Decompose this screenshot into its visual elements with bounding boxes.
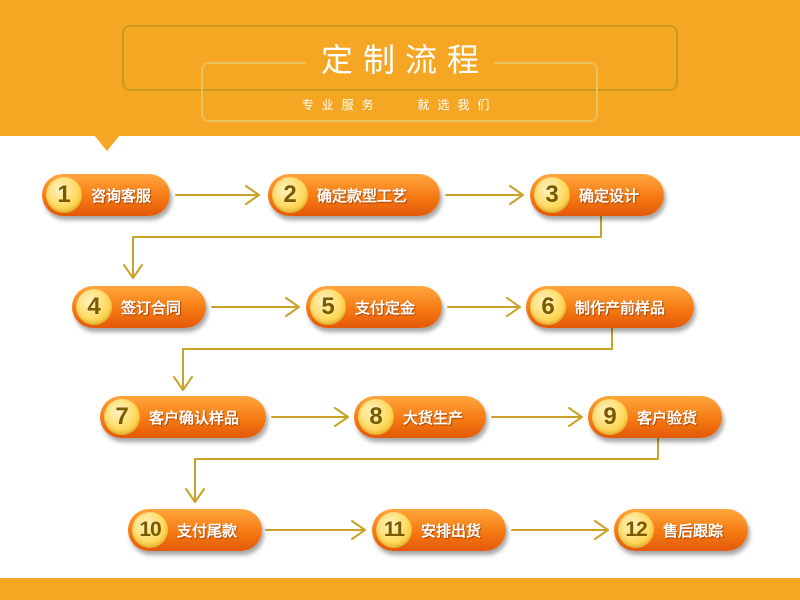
- arrow-5-6: [447, 297, 521, 317]
- step-label: 支付定金: [355, 298, 416, 317]
- step-sign-contract: 4 签订合同: [72, 286, 206, 328]
- arrow-8-9: [491, 407, 583, 427]
- arrow-7-8: [271, 407, 349, 427]
- step-number: 6: [530, 289, 566, 325]
- arrow-4-5: [211, 297, 300, 317]
- step-label: 咨询客服: [91, 186, 152, 205]
- step-label: 安排出货: [421, 521, 482, 540]
- step-label: 制作产前样品: [575, 298, 666, 317]
- step-pay-balance: 10 支付尾款: [128, 509, 262, 551]
- step-mass-production: 8 大货生产: [354, 396, 486, 438]
- step-label: 客户验货: [637, 408, 698, 427]
- page-title: 定制流程: [320, 41, 489, 79]
- step-preproduction-sample: 6 制作产前样品: [526, 286, 694, 328]
- step-customer-confirm-sample: 7 客户确认样品: [100, 396, 266, 438]
- footer-bar: [0, 578, 800, 600]
- step-label: 确定款型工艺: [317, 186, 408, 205]
- step-label: 客户确认样品: [149, 408, 240, 427]
- step-label: 支付尾款: [177, 521, 238, 540]
- step-number: 3: [534, 177, 570, 213]
- step-number: 8: [358, 399, 394, 435]
- title-backdrop: [306, 36, 494, 82]
- step-number: 2: [272, 177, 308, 213]
- step-label: 签订合同: [121, 298, 182, 317]
- step-number: 7: [104, 399, 140, 435]
- step-label: 确定设计: [579, 186, 640, 205]
- step-number: 10: [132, 512, 168, 548]
- title-frame-outer: [122, 25, 678, 91]
- step-label: 大货生产: [403, 408, 464, 427]
- step-pay-deposit: 5 支付定金: [306, 286, 442, 328]
- arrow-11-12: [511, 520, 609, 540]
- arrow-6-7: [173, 327, 613, 391]
- arrow-1-2: [175, 185, 260, 205]
- step-number: 11: [376, 512, 412, 548]
- arrow-10-11: [265, 520, 366, 540]
- arrow-9-10: [185, 437, 659, 503]
- step-confirm-design: 3 确定设计: [530, 174, 664, 216]
- step-number: 12: [618, 512, 654, 548]
- header-notch: [94, 135, 120, 151]
- step-number: 5: [310, 289, 346, 325]
- step-after-sales: 12 售后跟踪: [614, 509, 748, 551]
- step-confirm-style: 2 确定款型工艺: [268, 174, 440, 216]
- step-number: 4: [76, 289, 112, 325]
- page-subtitle: 专业服务 就选我们: [301, 98, 498, 112]
- step-label: 售后跟踪: [663, 521, 724, 540]
- step-number: 9: [592, 399, 628, 435]
- step-consult-service: 1 咨询客服: [42, 174, 170, 216]
- step-arrange-shipment: 11 安排出货: [372, 509, 506, 551]
- arrow-2-3: [445, 185, 524, 205]
- arrow-3-4: [123, 215, 602, 279]
- step-number: 1: [46, 177, 82, 213]
- step-customer-inspection: 9 客户验货: [588, 396, 722, 438]
